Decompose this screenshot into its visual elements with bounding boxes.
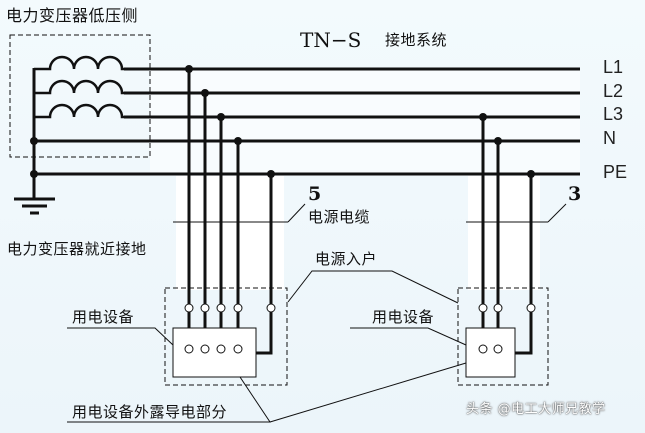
- equipment-left-box[interactable]: [172, 327, 257, 378]
- grounding-label: 电力变压器就近接地: [7, 240, 147, 258]
- conductor-pe: [515, 174, 533, 355]
- equipment-right-leader: [350, 327, 467, 346]
- bus-label-l1: L1: [603, 57, 624, 77]
- service-entry-left-box: [164, 287, 288, 386]
- cable-5-junctions: [185, 65, 275, 178]
- terminals-left: [184, 303, 276, 354]
- cable-3-junctions: [479, 113, 535, 178]
- coil-l2: [34, 79, 126, 95]
- bus-label-n: N: [603, 128, 616, 148]
- bus-label-l2: L2: [603, 81, 624, 101]
- equipment-left-leader: [67, 327, 174, 346]
- coil-l1: [34, 55, 126, 71]
- junction-dot: [30, 170, 38, 178]
- bus-label-l3: L3: [603, 104, 624, 124]
- exposed-part-label: 用电设备外露导电部分: [72, 403, 228, 421]
- watermark: 头条 @电工大师兄教学: [466, 402, 606, 417]
- bus-lines: [34, 67, 580, 176]
- ground-icon: [14, 197, 55, 215]
- transformer-boundary: [9, 34, 151, 158]
- junction-dot: [30, 137, 38, 145]
- cable-5-number: 5: [308, 183, 322, 205]
- cable-3-leader: [547, 203, 567, 223]
- equipment-right-label: 用电设备: [372, 308, 435, 326]
- bus-label-pe: PE: [603, 162, 628, 182]
- cable-3-number: 3: [568, 183, 582, 205]
- conductor-pe: [256, 174, 273, 355]
- equipment-left-label: 用电设备: [72, 308, 135, 326]
- exposed-part-leader-right: [269, 362, 467, 423]
- cable-5-leader: [287, 203, 306, 223]
- service-entry-label: 电源入户: [315, 250, 378, 268]
- cable-5-sheath: [176, 176, 284, 290]
- coil-l3: [34, 103, 126, 119]
- terminals-right: [478, 303, 536, 354]
- bus-area-background: [150, 69, 580, 176]
- title-text: 接地系统: [385, 31, 448, 49]
- equipment-right-box[interactable]: [465, 327, 516, 378]
- service-entry-leader: [287, 270, 459, 304]
- transformer-label: 电力变压器低压侧: [6, 6, 139, 25]
- leader-lines: [67, 270, 467, 423]
- cable-5-label: 电源电缆: [308, 208, 371, 226]
- cable-3-sheath: [468, 176, 540, 290]
- service-entry-right-box: [457, 287, 549, 386]
- transformer-coils: [34, 55, 126, 119]
- title-code: TN−S: [300, 28, 362, 52]
